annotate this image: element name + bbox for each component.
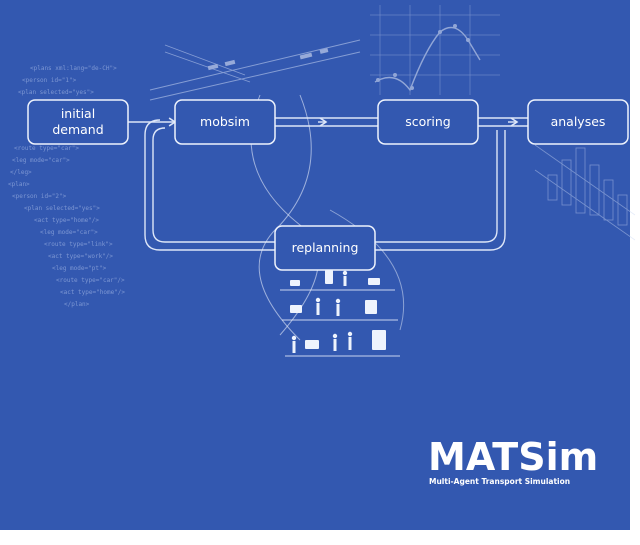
road-sketch: [149, 39, 361, 101]
svg-text:<person id="2">: <person id="2">: [12, 193, 67, 200]
svg-text:<plan selected="yes">: <plan selected="yes">: [24, 205, 100, 212]
svg-text:<person id="1">: <person id="1">: [22, 77, 77, 84]
svg-text:<leg mode="car">: <leg mode="car">: [40, 229, 98, 236]
svg-text:<route type="car"/>: <route type="car"/>: [56, 277, 125, 284]
node-initial-demand-label-1: initial: [61, 106, 95, 121]
node-replanning-label: replanning: [292, 240, 359, 255]
svg-text:</leg>: </leg>: [10, 169, 32, 176]
svg-text:<plans xml:lang="de-CH">: <plans xml:lang="de-CH">: [30, 65, 117, 72]
matsim-logo: MATSim Multi-Agent Transport Simulation: [428, 435, 598, 486]
connector-loop-inner: [152, 127, 498, 243]
svg-text:<act type="home"/>: <act type="home"/>: [34, 217, 99, 224]
scoring-sketch: [370, 5, 500, 95]
svg-text:<leg mode="pt">: <leg mode="pt">: [52, 265, 107, 272]
node-analyses: analyses: [527, 99, 629, 145]
node-mobsim-label: mobsim: [200, 114, 250, 129]
code-sketch: <plans xml:lang="de-CH"> <person id="1">…: [8, 65, 125, 308]
svg-text:<route type="car">: <route type="car">: [14, 145, 79, 152]
connector-loop-outer: [144, 119, 506, 251]
node-replanning: replanning: [274, 225, 376, 271]
svg-text:<leg mode="car">: <leg mode="car">: [12, 157, 70, 164]
flow-connectors: [128, 117, 528, 251]
svg-text:<plan selected="yes">: <plan selected="yes">: [18, 89, 94, 96]
node-scoring-label: scoring: [405, 114, 451, 129]
node-mobsim: mobsim: [174, 99, 276, 145]
node-scoring: scoring: [377, 99, 479, 145]
logo-title: MATSim: [428, 435, 598, 479]
logo-subtitle: Multi-Agent Transport Simulation: [429, 477, 570, 486]
node-analyses-label: analyses: [551, 114, 606, 129]
svg-text:<plan>: <plan>: [8, 181, 30, 188]
analyses-sketch: [534, 144, 636, 241]
node-initial-demand: initial demand: [27, 99, 129, 145]
svg-text:<act type="home"/>: <act type="home"/>: [60, 289, 125, 296]
svg-text:<route type="link">: <route type="link">: [44, 241, 113, 248]
svg-text:<act type="work"/>: <act type="work"/>: [48, 253, 113, 260]
svg-text:</plan>: </plan>: [64, 301, 90, 308]
node-initial-demand-label-2: demand: [52, 122, 103, 137]
